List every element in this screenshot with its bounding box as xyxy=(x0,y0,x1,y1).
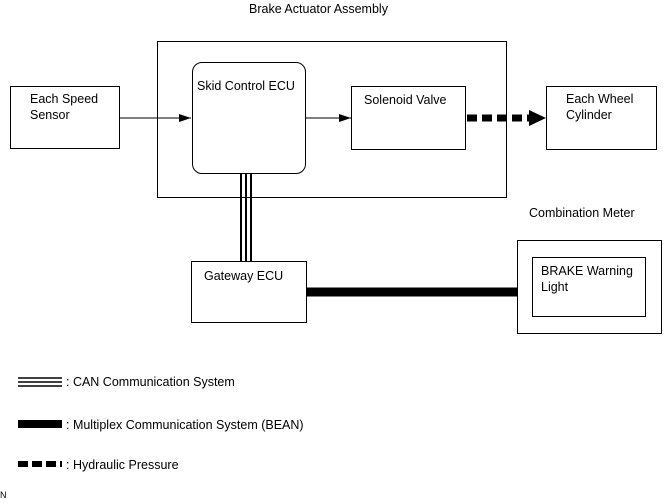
assembly-title: Brake Actuator Assembly xyxy=(249,2,388,16)
hydraulic-arrowhead xyxy=(529,110,546,126)
combination-meter-title: Combination Meter xyxy=(529,206,635,220)
speed-sensor-box: Each Speed Sensor xyxy=(10,86,120,149)
combination-meter-box: BRAKE Warning Light xyxy=(517,240,662,334)
legend-can-label: : CAN Communication System xyxy=(66,375,235,389)
solenoid-valve-label: Solenoid Valve xyxy=(364,93,447,107)
legend-hydraulic-label: : Hydraulic Pressure xyxy=(66,458,179,472)
brake-warning-light-label: BRAKE Warning Light xyxy=(541,264,633,294)
corner-mark: N xyxy=(0,490,7,500)
legend-multiplex-label: : Multiplex Communication System (BEAN) xyxy=(66,418,304,432)
solenoid-valve-box: Solenoid Valve xyxy=(351,86,466,150)
speed-sensor-label: Each Speed Sensor xyxy=(30,92,99,122)
brake-actuator-assembly-box xyxy=(157,41,507,198)
wheel-cylinder-box: Each Wheel Cylinder xyxy=(546,86,657,150)
can-line xyxy=(240,174,252,261)
wheel-cylinder-label: Each Wheel Cylinder xyxy=(566,92,634,122)
gateway-ecu-box: Gateway ECU xyxy=(191,261,307,323)
legend-can-sample xyxy=(18,377,62,387)
gateway-ecu-label: Gateway ECU xyxy=(204,269,284,283)
skid-control-ecu-label: Skid Control ECU xyxy=(197,79,295,93)
brake-warning-light-box: BRAKE Warning Light xyxy=(532,257,646,317)
skid-control-ecu-box: Skid Control ECU xyxy=(192,62,306,174)
